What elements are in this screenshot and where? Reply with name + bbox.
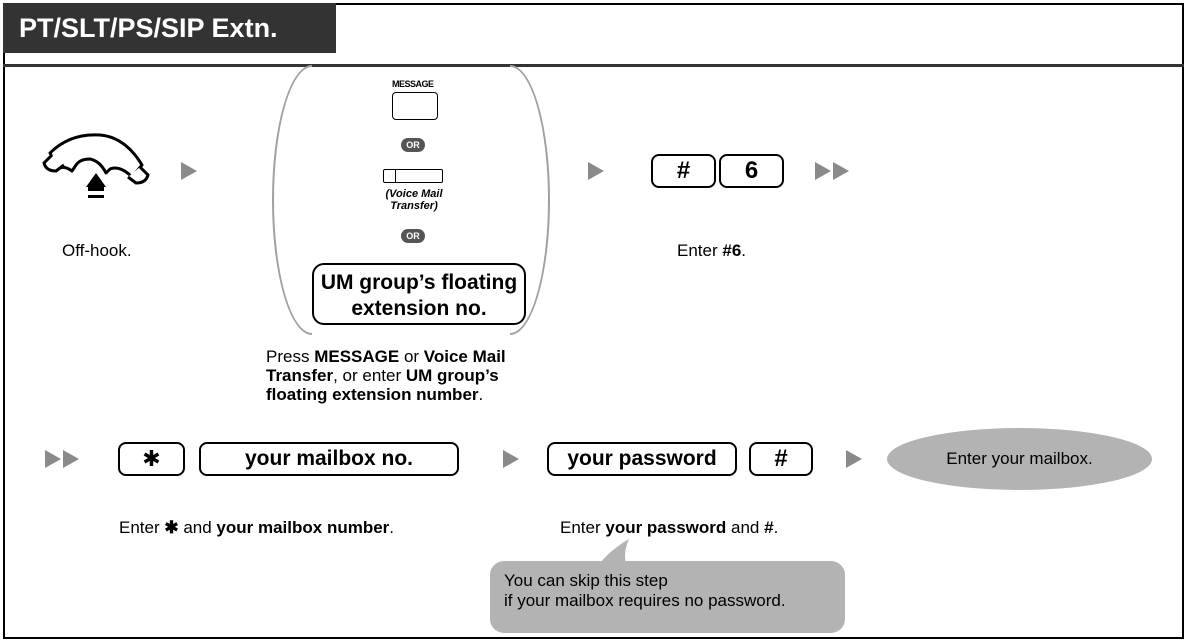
note-callout: You can skip this step if your mailbox r… [490,561,845,633]
note-line1: You can skip this step [504,571,668,590]
mailbox-number-key[interactable]: your mailbox no. [199,442,459,476]
voice-mail-transfer-key[interactable] [383,169,443,183]
header-rule [3,64,1184,67]
arrow-right-icon [588,162,604,180]
or-badge: OR [401,138,425,152]
password-caption: Enter your password and #. [560,518,779,537]
password-key[interactable]: your password [547,442,737,476]
voice-mail-transfer-label-2: Transfer) [390,200,438,212]
handset-offhook-icon [42,133,150,198]
star-key[interactable]: ✱ [118,442,185,476]
mailbox-caption: Enter ✱ and your mailbox number. [119,518,395,537]
um-group-key-line1: UM group’s floating [320,271,518,294]
double-arrow-right-icon [45,450,89,468]
or-badge: OR [401,229,425,243]
message-key[interactable] [392,92,438,120]
voice-mail-transfer-label-1: (Voice Mail [385,188,443,200]
message-key-label: MESSAGE [392,79,434,89]
enter6-caption: Enter #6. [677,241,747,260]
arrow-right-icon [503,450,519,468]
arrow-right-icon [181,162,197,180]
press-caption: Press MESSAGE or Voice Mail Transfer, or… [266,347,506,404]
hash-key-2[interactable]: # [749,442,813,476]
note-line2: if your mailbox requires no password. [504,591,786,610]
diagram-frame [3,3,1184,639]
double-arrow-right-icon [815,162,859,180]
um-group-key-line2: extension no. [351,297,487,320]
offhook-caption: Off-hook. [62,241,132,260]
hash-key[interactable]: # [651,154,716,188]
um-group-floating-extension-key[interactable]: UM group’s floating extension no. [312,263,526,325]
six-key[interactable]: 6 [719,154,784,188]
arrow-right-icon [846,450,862,468]
header-title: PT/SLT/PS/SIP Extn. [3,3,336,53]
result-bubble: Enter your mailbox. [887,428,1152,490]
